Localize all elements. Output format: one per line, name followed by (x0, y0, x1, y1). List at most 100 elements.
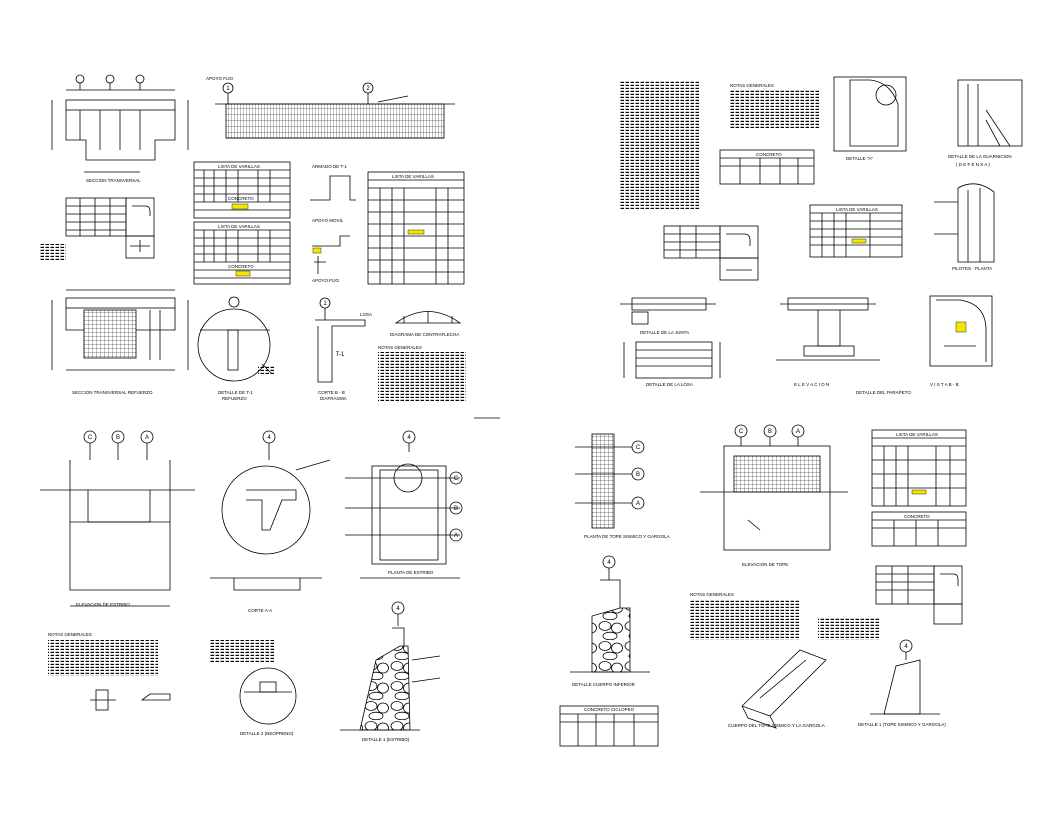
tabla-varillas-small-3 (875, 565, 963, 625)
label-detalle-guarnicion: DETALLE DE LA GUARNICION (948, 154, 1012, 159)
lista-varillas-table-b (193, 221, 291, 285)
label-detalle-losa: DETALLE DE LA LOSA (646, 382, 693, 387)
label-diafragma: DIAFRAGMA (320, 396, 347, 401)
detalle-junta-view (620, 297, 716, 325)
label-planta-tope: PLANTA DE TOPE SISMICO Y GARGOLA (584, 534, 670, 539)
planta-tope-sismico-view (575, 433, 645, 529)
label-losa: LOSA (360, 312, 372, 317)
label-elevacion: E L E V A C I O N (794, 382, 829, 387)
detalle-parapeto-view (929, 295, 993, 367)
label-lista-varillas-d: LISTA DE VARILLAS (836, 207, 878, 212)
detalle-t1-view (197, 296, 274, 382)
axis-label-4-2: 4 (407, 435, 411, 441)
corte-bb-view (315, 297, 366, 383)
axis-label-c-3: C (636, 445, 641, 451)
label-pilotes: PILOTES - PLANTA (952, 266, 992, 271)
axis-label-c-1: C (88, 435, 93, 441)
detalle-cuerpo-inferior-view (570, 555, 650, 673)
axis-label-1: 1 (226, 86, 230, 92)
axis-label-b-3: B (636, 472, 640, 478)
notas-generales-1-block (378, 352, 466, 402)
elevacion-estribo-view (40, 430, 195, 607)
label-apoyo-fijo-2: APOYO FIJO (312, 278, 340, 283)
tabla-varillas-small-1 (40, 197, 155, 260)
label-armado-t1: ARMADO DE T-1 (312, 164, 347, 169)
label-elevacion-tope: ELEVACION DE TOPE (742, 562, 788, 567)
concreto-table-c (719, 149, 815, 185)
label-concreto-ciclopeo: CONCRETO CICLOPEO (584, 707, 635, 712)
lista-varillas-table-e (871, 429, 967, 507)
label-detalle-cuerpo: DETALLE CUERPO INFERIOR (572, 682, 636, 687)
armado-t1-detail (310, 175, 356, 274)
axis-label-4-1: 4 (267, 435, 271, 441)
label-detalle-t1: DETALLE DE T-1 (218, 390, 253, 395)
label-concreto-a: CONCRETO (228, 196, 254, 201)
axis-label-a-3: A (636, 501, 640, 507)
planta-estribo-view (345, 430, 463, 579)
elevacion-pila-view (776, 297, 880, 361)
label-detalle-tope: DETALLE 1 (TOPE SISMICO Y GARGOLA) (858, 722, 946, 727)
seccion-refuerzo-view (51, 289, 189, 371)
axis-label-a-2: A (454, 533, 458, 539)
concreto-table-e (871, 511, 967, 547)
label-seccion-refuerzo: SECCION TRANSVERSAL REFUERZO (72, 390, 153, 395)
label-detalle-2: DETALLE 2 (NEOPRENO) (240, 731, 294, 736)
corte-aa-view (210, 430, 331, 591)
lista-varillas-table-a (193, 161, 291, 219)
axis-label-b-1: B (116, 435, 120, 441)
label-concreto-b: CONCRETO (228, 264, 254, 269)
label-vista-bb: V I S T A B - B (930, 382, 959, 387)
axis-label-b-2: B (454, 506, 458, 512)
notas-generales-3-block (620, 80, 820, 210)
elevacion-tope-view (700, 424, 848, 551)
label-notas-generales-2: NOTAS GENERALES (48, 632, 92, 637)
small-details-bottom-left (90, 689, 171, 711)
cuerpo-tope-sismico-iso (741, 649, 827, 729)
concreto-ciclopeo-table (559, 705, 659, 747)
notas-generales-2-block (48, 640, 274, 676)
notas-generales-4-block (690, 600, 880, 640)
lista-varillas-table-d (809, 204, 903, 258)
detalle-2-neopreno (239, 667, 297, 725)
axis-label-4-5: 4 (904, 644, 908, 650)
axis-label-2: 2 (366, 86, 370, 92)
axis-label-a-4: A (796, 429, 800, 435)
detalle-a-view (833, 76, 907, 152)
tabla-varillas-small-2 (663, 225, 759, 281)
label-detalle-1: DETALLE 1 (ESTRIBO) (362, 737, 410, 742)
label-corte-aa: CORTE A-A (248, 608, 272, 613)
axis-label-4-3: 4 (396, 606, 400, 612)
label-apoyo-fijo: APOYO FIJO (206, 76, 234, 81)
label-corte-bb: CORTE B - B (318, 390, 345, 395)
detalle-1-tope-view (870, 639, 940, 715)
lista-varillas-table-c (367, 171, 465, 285)
label-notas-generales-3: NOTAS GENERALES (730, 83, 774, 88)
label-concreto-e: CONCRETO (904, 514, 930, 519)
label-lista-varillas-e: LISTA DE VARILLAS (896, 432, 938, 437)
label-defensa: ( D E F E N S A ) (956, 162, 990, 167)
detalle-1-estribo (340, 601, 441, 731)
label-diagrama-contraflecha: DIAGRAMA DE CONTRAFLECHA (390, 332, 459, 337)
label-lista-varillas-b: LISTA DE VARILLAS (218, 224, 260, 229)
label-lista-varillas-c: LISTA DE VARILLAS (392, 174, 434, 179)
label-cuerpo-tope: CUERPO DEL TOPE SISMICO Y LA GARGOLA (728, 723, 825, 728)
label-notas-generales-1: NOTAS GENERALES (378, 345, 422, 350)
diagrama-contraflecha (394, 311, 462, 324)
axis-label-b-4: B (768, 429, 772, 435)
label-notas-generales-4: NOTAS GENERALES (690, 592, 734, 597)
seccion-transversal-view (51, 74, 189, 173)
label-elevacion-estribo: ELEVACION DE ESTRIBO (76, 602, 130, 607)
label-detalle-parapeto: DETALLE DEL PARAPETO (856, 390, 911, 395)
axis-label-1-2: 1 (323, 301, 327, 307)
axis-label-c-4: C (739, 429, 744, 435)
label-refuerzo: REFUERZO (222, 396, 247, 401)
detalle-guarnicion-view (957, 79, 1023, 147)
axis-label-4-4: 4 (607, 560, 611, 566)
label-detalle-junta: DETALLE DE LA JUNTA (640, 330, 689, 335)
axis-label-a-1: A (145, 435, 149, 441)
apoyo-fijo-mesh-view (215, 82, 455, 139)
label-apoyo-movil: APOYO MOVIL (312, 218, 344, 223)
label-detalle-a: DETALLE "A" (846, 156, 874, 161)
axis-label-t1: T-1 (336, 352, 345, 358)
